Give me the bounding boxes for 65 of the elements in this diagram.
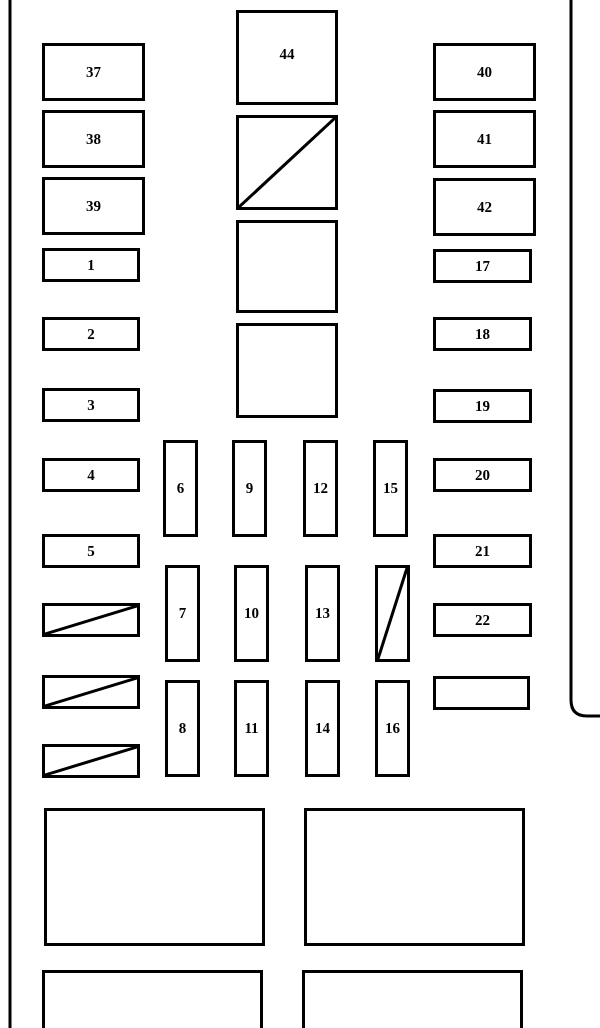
relay-slot: [42, 43, 145, 101]
fuse-slot: [234, 680, 269, 777]
fuse-slot: [373, 440, 408, 537]
fuse-slot: [165, 565, 200, 662]
relay-slot: [302, 970, 523, 1028]
fuse-number: 22: [475, 612, 490, 628]
fuse-number: 10: [244, 606, 259, 621]
fuse-number: 16: [385, 721, 400, 736]
relay-slot: [236, 10, 338, 105]
fuse-slot: [375, 680, 410, 777]
fuse-number: 38: [86, 131, 101, 147]
fuse-number: 42: [477, 199, 492, 215]
fuse-slot: [305, 680, 340, 777]
relay-slot: [44, 808, 265, 946]
fuse-number: 6: [176, 481, 185, 496]
fuse-number: 11: [244, 721, 259, 736]
relay-slot: [236, 220, 338, 313]
fuse-slot: [163, 440, 198, 537]
fuse-number: 13: [315, 606, 330, 621]
fuse-slot: [42, 458, 140, 492]
relay-slot: [236, 323, 338, 418]
fuse-slot: [433, 676, 530, 710]
fuse-slot: [433, 534, 532, 568]
fuse-number: 15: [383, 481, 398, 496]
fuse-slot: [42, 534, 140, 568]
fuse-number: 17: [475, 258, 490, 274]
fuse-number: 37: [86, 64, 101, 80]
fuse-number: 2: [87, 326, 95, 342]
fuse-number: 41: [477, 131, 492, 147]
fuse-number: 14: [315, 721, 330, 736]
fuse-number: 40: [477, 64, 492, 80]
fuse-slot: [42, 248, 140, 282]
relay-slot: [433, 43, 536, 101]
fuse-slot: [232, 440, 267, 537]
fuse-number: 8: [178, 721, 187, 736]
fuse-number: 9: [245, 481, 254, 496]
relay-slot: [42, 110, 145, 168]
fuse-number: 44: [279, 47, 295, 62]
fuse-slot: [433, 317, 532, 351]
fuse-slot: [433, 603, 532, 637]
fuse-number: 21: [475, 543, 490, 559]
fuse-number: 3: [87, 397, 95, 413]
relay-slot: [42, 177, 145, 235]
relay-slot: [304, 808, 525, 946]
fuse-slot: [305, 565, 340, 662]
relay-slot: [42, 970, 263, 1028]
fuse-number: 18: [475, 326, 490, 342]
fuse-number: 1: [87, 257, 95, 273]
relay-slot: [433, 178, 536, 236]
fuse-number: 39: [86, 198, 101, 214]
fuse-number: 12: [313, 481, 328, 496]
fuse-slot: [42, 317, 140, 351]
fuse-slot: [303, 440, 338, 537]
fuse-slot: [433, 249, 532, 283]
relay-slot: [433, 110, 536, 168]
fuse-number: 5: [87, 543, 95, 559]
fuse-number: 7: [178, 606, 187, 621]
fuse-slot: [433, 389, 532, 423]
fuse-slot: [234, 565, 269, 662]
fuse-number: 4: [87, 467, 95, 483]
fuse-number: 20: [475, 467, 490, 483]
fuse-number: 19: [475, 398, 490, 414]
fuse-slot: [165, 680, 200, 777]
fuse-slot: [433, 458, 532, 492]
fuse-slot: [42, 388, 140, 422]
